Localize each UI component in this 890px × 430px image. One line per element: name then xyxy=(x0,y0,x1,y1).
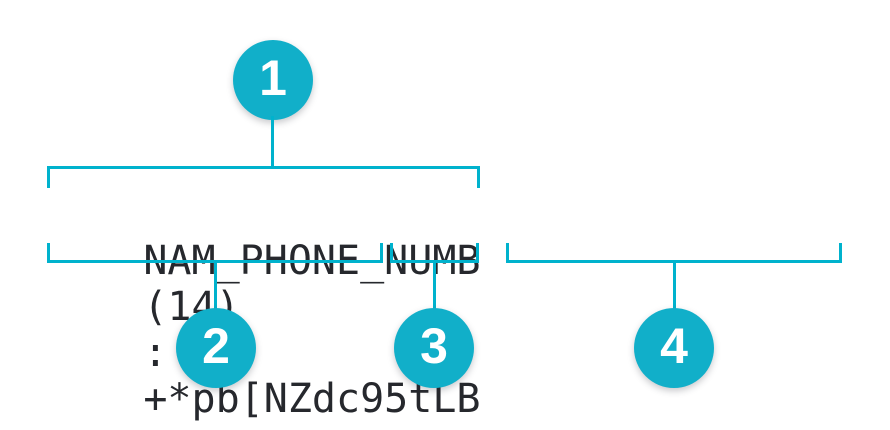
marker-2-stem-line xyxy=(214,260,217,312)
marker-circle-2: 2 xyxy=(176,308,256,388)
marker-1-stem-line xyxy=(271,116,274,168)
marker-number-4: 4 xyxy=(660,318,688,374)
marker-number-3: 3 xyxy=(420,318,448,374)
marker-number-1: 1 xyxy=(259,50,287,106)
bracket-field-name-with-length xyxy=(47,166,480,188)
masked-record-string: NAM_PHONE_NUMB (14) : +*pb[NZdc95tLB xyxy=(47,192,480,430)
code-separator: : xyxy=(143,330,168,376)
marker-3-stem-line xyxy=(433,260,436,312)
marker-circle-1: 1 xyxy=(233,40,313,120)
marker-circle-3: 3 xyxy=(394,308,474,388)
marker-4-stem-line xyxy=(673,260,676,312)
marker-circle-4: 4 xyxy=(634,308,714,388)
marker-number-2: 2 xyxy=(202,318,230,374)
